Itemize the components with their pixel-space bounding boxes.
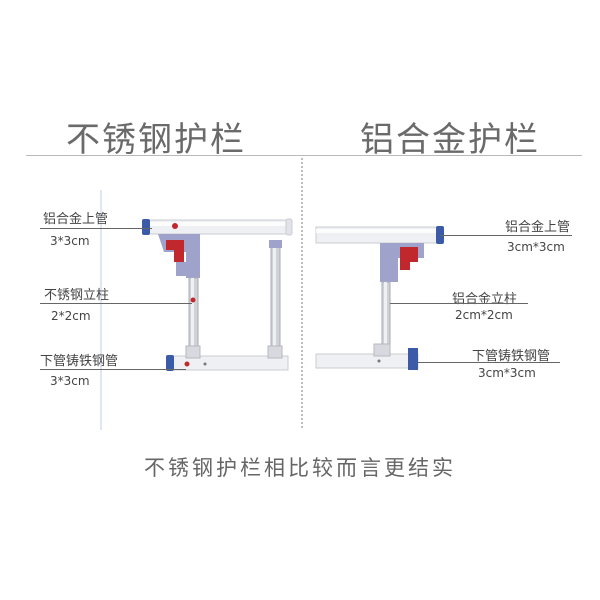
center-dotted-divider [301, 158, 303, 428]
stainless-steel-title: 不锈钢护栏 [66, 120, 246, 160]
left-guide-line [100, 190, 102, 430]
right-top-tube-label: 铝合金上管 [505, 220, 571, 235]
right-post-label: 铝合金立柱 [452, 292, 518, 307]
left-bottom-tube-size: 3*3cm [50, 374, 90, 388]
header-divider [26, 155, 582, 156]
left-top-tube-size: 3*3cm [50, 234, 90, 248]
left-top-tube-leader [40, 228, 152, 229]
left-post-leader [40, 303, 192, 304]
comparison-caption: 不锈钢护栏相比较而言更结实 [144, 456, 456, 480]
left-bottom-tube-leader [40, 369, 186, 370]
left-top-tube-label: 铝合金上管 [43, 212, 109, 227]
left-post-label: 不锈钢立柱 [44, 288, 110, 303]
left-post-size: 2*2cm [51, 309, 91, 323]
aluminum-guardrail-drawing [315, 226, 444, 370]
right-top-tube-size: 3cm*3cm [507, 240, 565, 254]
stainless-guardrail-drawing [142, 218, 293, 371]
right-post-leader [390, 303, 528, 304]
right-top-tube-leader [440, 235, 572, 236]
aluminum-alloy-title: 铝合金护栏 [360, 120, 540, 160]
right-bottom-tube-label: 下管铸铁钢管 [472, 349, 551, 364]
right-bottom-tube-size: 3cm*3cm [478, 366, 536, 380]
right-bottom-tube-leader [418, 362, 560, 363]
right-post-size: 2cm*2cm [455, 308, 513, 322]
left-bottom-tube-label: 下管铸铁钢管 [40, 354, 119, 369]
